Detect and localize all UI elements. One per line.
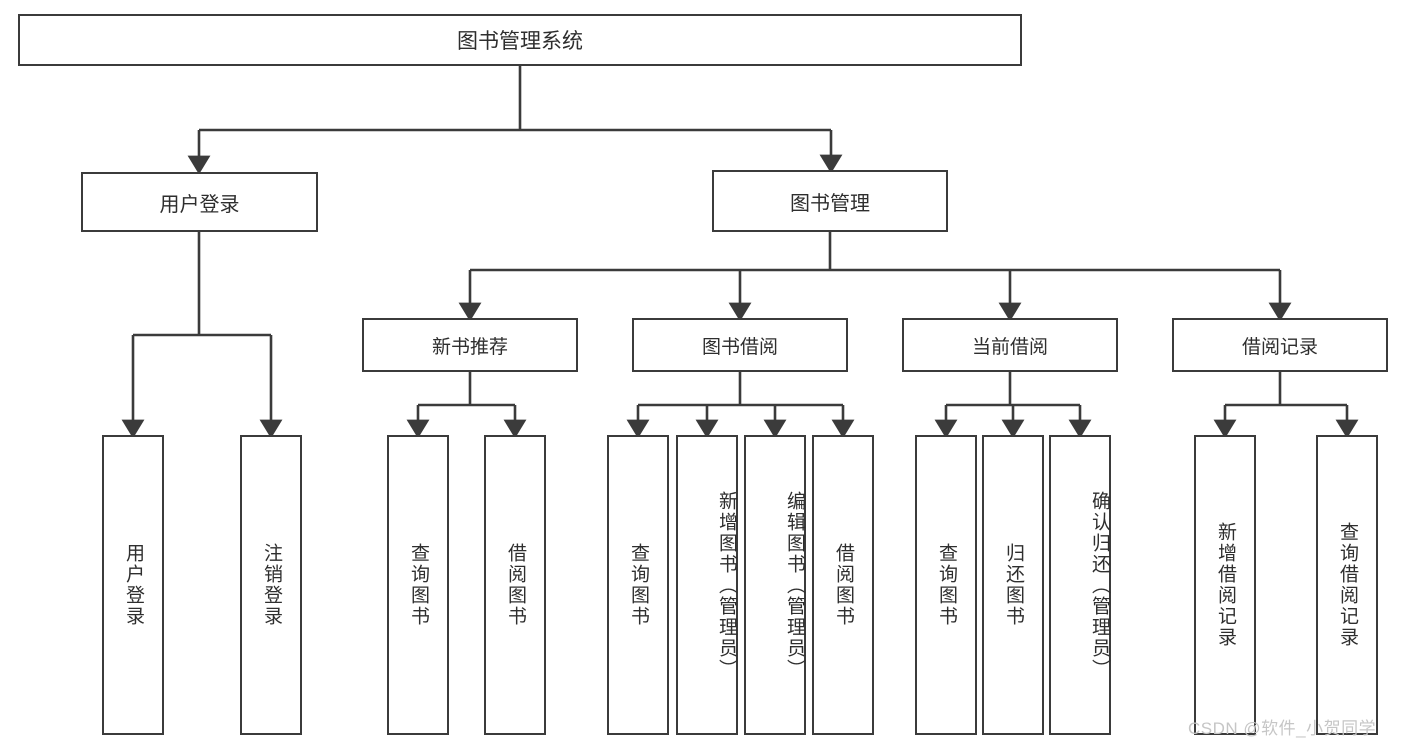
leaf-label: 注销登录	[260, 543, 282, 627]
node-level1-user-login[interactable]: 用户登录	[81, 172, 318, 232]
leaf-label: 查询图书	[627, 543, 649, 627]
leaf-label: 借阅图书	[504, 543, 526, 627]
node-level2-new-book-recommend[interactable]: 新书推荐	[362, 318, 578, 372]
node-level2-borrow-records[interactable]: 借阅记录	[1172, 318, 1388, 372]
leaf-node[interactable]: 用户登录	[102, 435, 164, 735]
leaf-label: 新增借阅记录	[1214, 522, 1236, 648]
leaf-label: 查询图书	[407, 543, 429, 627]
leaf-node[interactable]: 借阅图书	[484, 435, 546, 735]
leaf-label: 查询图书	[935, 543, 957, 627]
leaf-node[interactable]: 查询图书	[387, 435, 449, 735]
leaf-node[interactable]: 借阅图书	[812, 435, 874, 735]
leaf-node[interactable]: 编辑图书（管理员）	[744, 435, 806, 735]
leaf-node[interactable]: 查询图书	[607, 435, 669, 735]
leaf-label: 用户登录	[122, 543, 144, 627]
leaf-node[interactable]: 查询借阅记录	[1316, 435, 1378, 735]
node-root[interactable]: 图书管理系统	[18, 14, 1022, 66]
leaf-label: 确认归还（管理员）	[1089, 490, 1110, 680]
node-level2-current-borrow[interactable]: 当前借阅	[902, 318, 1118, 372]
node-level1-book-management[interactable]: 图书管理	[712, 170, 948, 232]
leaf-label: 查询借阅记录	[1336, 522, 1358, 648]
leaf-node[interactable]: 查询图书	[915, 435, 977, 735]
leaf-node[interactable]: 确认归还（管理员）	[1049, 435, 1111, 735]
leaf-node[interactable]: 新增图书（管理员）	[676, 435, 738, 735]
leaf-label: 编辑图书（管理员）	[784, 490, 805, 680]
node-level2-book-borrow[interactable]: 图书借阅	[632, 318, 848, 372]
leaf-label: 借阅图书	[832, 543, 854, 627]
csdn-watermark: CSDN @软件_小贺同学	[1188, 719, 1377, 738]
leaf-node[interactable]: 注销登录	[240, 435, 302, 735]
leaf-label: 新增图书（管理员）	[716, 490, 737, 680]
leaf-label: 归还图书	[1002, 543, 1024, 627]
leaf-node[interactable]: 归还图书	[982, 435, 1044, 735]
leaf-node[interactable]: 新增借阅记录	[1194, 435, 1256, 735]
